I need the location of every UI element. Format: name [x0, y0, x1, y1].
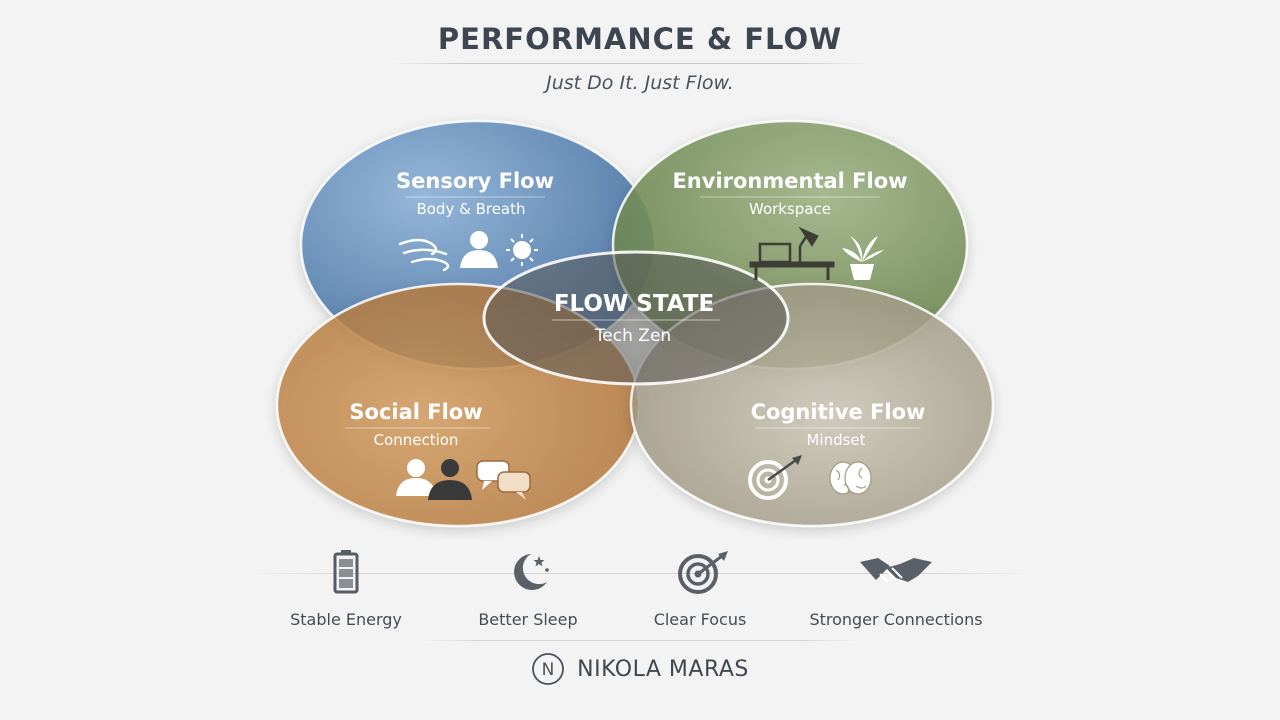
benefit-label: Stable Energy — [290, 610, 402, 629]
cognitive-flow-subtitle: Mindset — [806, 431, 865, 449]
page-subtitle: Just Do It. Just Flow. — [546, 72, 734, 94]
benefit-stable-energy: Stable Energy — [236, 548, 456, 629]
handshake-icon — [860, 558, 932, 583]
breath-wave-icon — [398, 238, 450, 272]
people-icon — [396, 459, 472, 500]
person-bust-icon — [460, 231, 498, 268]
flow-state-title: FLOW STATE — [554, 291, 714, 317]
flow-state-center — [482, 250, 790, 386]
sensory-flow-title: Sensory Flow — [396, 169, 554, 193]
potted-plant-icon — [842, 236, 884, 280]
benefit-label: Clear Focus — [653, 610, 747, 629]
sun-icon — [506, 234, 538, 266]
brand-name: NIKOLA MARAS — [577, 656, 749, 682]
social-flow-subtitle: Connection — [374, 431, 459, 449]
brand-monogram-logo: N — [532, 653, 565, 685]
brain-icon — [829, 461, 872, 495]
flow-state-subtitle: Tech Zen — [594, 326, 671, 346]
environmental-flow-subtitle: Workspace — [749, 200, 831, 218]
footer-divider — [420, 640, 860, 641]
benefit-better-sleep: Better Sleep — [418, 548, 638, 629]
desk-lamp-icon — [749, 226, 835, 280]
svg-text:N: N — [542, 660, 555, 680]
environmental-flow-title: Environmental Flow — [672, 169, 907, 193]
venn-diagram: Sensory Flow Body & Breath Environmental… — [275, 119, 995, 528]
benefit-label: Better Sleep — [478, 610, 578, 629]
chat-bubbles-icon — [476, 460, 531, 500]
battery-icon — [333, 550, 359, 594]
target-icon — [678, 551, 728, 594]
title-divider — [390, 63, 870, 64]
benefit-label: Stronger Connections — [809, 610, 983, 629]
moon-stars-icon — [514, 554, 549, 590]
benefit-clear-focus: Clear Focus — [590, 548, 810, 629]
benefit-stronger-connections: Stronger Connections — [786, 548, 1006, 629]
benefits-divider — [240, 573, 1040, 574]
social-flow-title: Social Flow — [349, 400, 482, 424]
cognitive-flow-title: Cognitive Flow — [751, 400, 926, 424]
page-title: PERFORMANCE & FLOW — [437, 22, 843, 56]
brand: N NIKOLA MARAS — [0, 652, 1280, 686]
target-icon — [748, 455, 802, 500]
sensory-flow-subtitle: Body & Breath — [416, 200, 525, 218]
